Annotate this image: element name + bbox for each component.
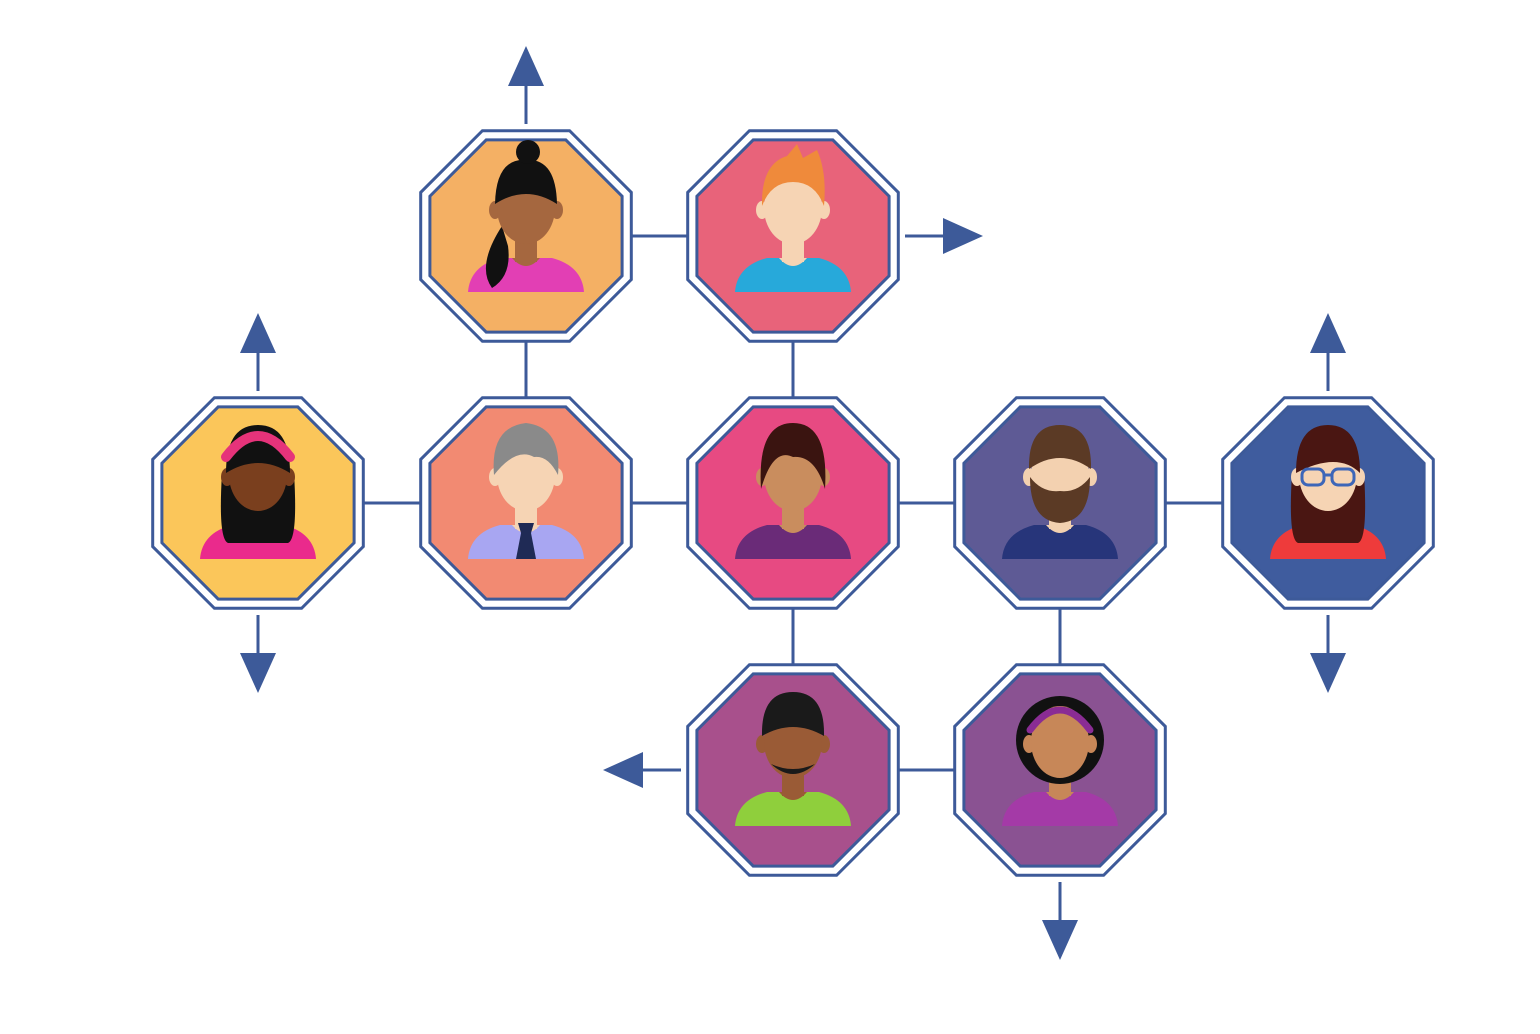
person-node-n4: [419, 396, 633, 610]
shirt: [1002, 525, 1118, 559]
neckline: [779, 258, 807, 266]
hair: [1296, 425, 1360, 473]
person-node-n3: [151, 396, 365, 610]
shirt: [1002, 792, 1118, 826]
hair: [761, 692, 825, 736]
arrow-down-icon: [1310, 653, 1346, 693]
headband: [221, 431, 295, 462]
person-node-n1: [419, 129, 633, 343]
neckline: [779, 525, 807, 533]
glasses-icon: [1300, 467, 1326, 487]
arrow-right-icon: [943, 218, 983, 254]
person-node-n8: [686, 663, 900, 877]
person-avatar-icon: [735, 144, 851, 292]
arrow-down-icon: [1042, 920, 1078, 960]
person-node-n9: [953, 663, 1167, 877]
hair: [761, 144, 825, 206]
neckline: [1046, 792, 1074, 800]
person-avatar-icon: [468, 140, 584, 292]
ponytail: [485, 226, 509, 288]
beard: [1030, 477, 1090, 523]
hair: [493, 423, 559, 475]
hair-bun: [516, 140, 540, 164]
person-node-n7: [1221, 396, 1435, 610]
person-avatar-icon: [735, 423, 851, 559]
arrow-up-icon: [508, 46, 544, 86]
arrow-up-icon: [1310, 313, 1346, 353]
arrow-down-icon: [240, 653, 276, 693]
people-nodes: [151, 129, 1435, 877]
headband: [1026, 706, 1094, 734]
face: [1031, 706, 1089, 778]
neckline: [1046, 525, 1074, 533]
shirt: [735, 525, 851, 559]
person-node-n2: [686, 129, 900, 343]
outgoing-arrows: [240, 46, 1346, 960]
person-node-n5: [686, 396, 900, 610]
neckline: [512, 258, 540, 266]
person-avatar-icon: [468, 423, 584, 559]
person-avatar-icon: [200, 425, 316, 559]
neckline: [779, 792, 807, 800]
face: [764, 172, 822, 244]
shirt: [735, 258, 851, 292]
neck: [515, 238, 537, 262]
person-node-n6: [953, 396, 1167, 610]
person-avatar-icon: [1002, 425, 1118, 559]
hair: [495, 159, 557, 204]
arrow-left-icon: [603, 752, 643, 788]
hair: [1028, 425, 1092, 469]
hair: [760, 423, 826, 489]
neck: [782, 238, 804, 262]
person-avatar-icon: [1002, 696, 1118, 826]
neck: [782, 505, 804, 529]
person-avatar-icon: [1270, 425, 1386, 559]
neck: [782, 772, 804, 796]
necktie-icon: [516, 523, 536, 559]
goatee: [771, 764, 815, 774]
glasses-lens: [1330, 467, 1356, 487]
arrow-up-icon: [240, 313, 276, 353]
shirt: [735, 792, 851, 826]
person-avatar-icon: [735, 692, 851, 826]
